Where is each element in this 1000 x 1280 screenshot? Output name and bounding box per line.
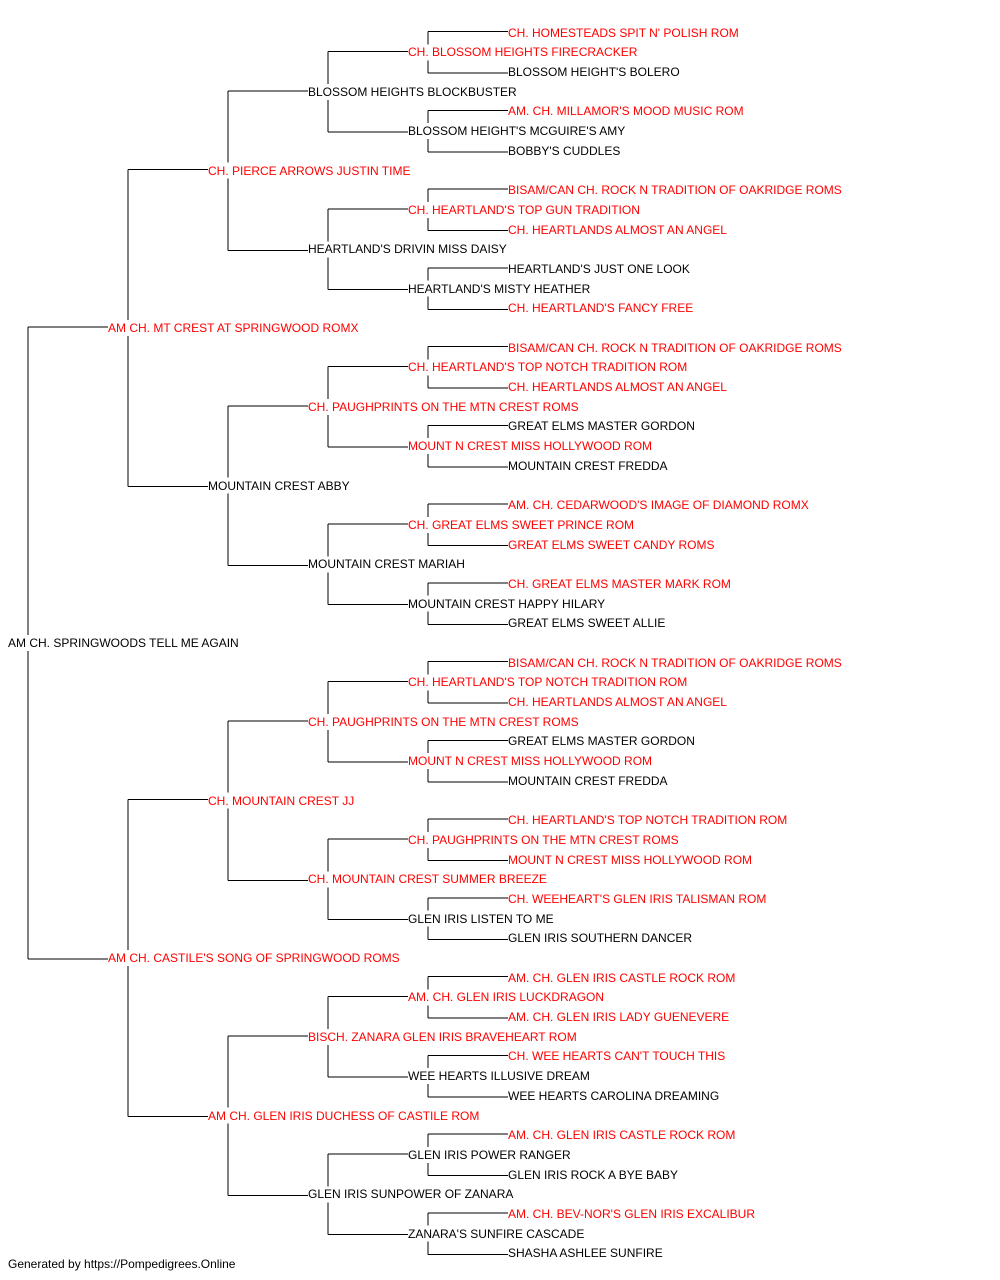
undefined-name: AM. CH. GLEN IRIS CASTLE ROCK ROM xyxy=(508,970,738,985)
undefined-name: BOBBY'S CUDDLES xyxy=(508,143,623,158)
undefined-name: GLEN IRIS ROCK A BYE BABY xyxy=(508,1167,681,1182)
great-grandparent-name: GLEN IRIS SUNPOWER OF ZANARA xyxy=(308,1187,516,1202)
undefined-name: MOUNTAIN CREST FREDDA xyxy=(508,458,670,473)
undefined-name: CH. WEE HEARTS CAN'T TOUCH THIS xyxy=(508,1049,728,1064)
undefined-name: CH. HEARTLAND'S FANCY FREE xyxy=(508,301,696,316)
great-great-grandparent-name: CH. HEARTLAND'S TOP NOTCH TRADITION ROM xyxy=(408,360,690,375)
undefined-name: GREAT ELMS MASTER GORDON xyxy=(508,734,697,749)
undefined-name: BISAM/CAN CH. ROCK N TRADITION OF OAKRID… xyxy=(508,183,844,198)
great-great-grandparent-name: BLOSSOM HEIGHT'S MCGUIRE'S AMY xyxy=(408,124,628,139)
undefined-name: AM. CH. GLEN IRIS CASTLE ROCK ROM xyxy=(508,1128,738,1143)
parent-name: AM CH. MT CREST AT SPRINGWOOD ROMX xyxy=(108,321,361,335)
undefined-name: CH. WEEHEART'S GLEN IRIS TALISMAN ROM xyxy=(508,891,769,906)
undefined-name: AM. CH. CEDARWOOD'S IMAGE OF DIAMOND ROM… xyxy=(508,498,811,513)
parent-name: AM CH. CASTILE'S SONG OF SPRINGWOOD ROMS xyxy=(108,951,402,965)
great-grandparent-name: HEARTLAND'S DRIVIN MISS DAISY xyxy=(308,242,509,257)
great-great-grandparent-name: GLEN IRIS POWER RANGER xyxy=(408,1147,573,1162)
great-grandparent-name: MOUNTAIN CREST MARIAH xyxy=(308,557,467,572)
great-great-grandparent-name: CH. GREAT ELMS SWEET PRINCE ROM xyxy=(408,517,637,532)
great-great-grandparent-name: ZANARA'S SUNFIRE CASCADE xyxy=(408,1226,587,1241)
undefined-name: BISAM/CAN CH. ROCK N TRADITION OF OAKRID… xyxy=(508,340,844,355)
undefined-name: MOUNT N CREST MISS HOLLYWOOD ROM xyxy=(508,852,755,867)
undefined-name: SHASHA ASHLEE SUNFIRE xyxy=(508,1246,665,1261)
undefined-name: CH. HEARTLANDS ALMOST AN ANGEL xyxy=(508,695,729,710)
undefined-name: AM. CH. GLEN IRIS LADY GUENEVERE xyxy=(508,1010,732,1025)
undefined-name: CH. HEARTLANDS ALMOST AN ANGEL xyxy=(508,380,729,395)
subject-name: AM CH. SPRINGWOODS TELL ME AGAIN xyxy=(8,636,241,650)
great-great-grandparent-name: CH. BLOSSOM HEIGHTS FIRECRACKER xyxy=(408,45,640,60)
great-great-grandparent-name: MOUNT N CREST MISS HOLLYWOOD ROM xyxy=(408,439,655,454)
undefined-name: HEARTLAND'S JUST ONE LOOK xyxy=(508,261,692,276)
great-great-grandparent-name: CH. HEARTLAND'S TOP NOTCH TRADITION ROM xyxy=(408,675,690,690)
great-great-grandparent-name: WEE HEARTS ILLUSIVE DREAM xyxy=(408,1069,592,1084)
grandparent-name: CH. PIERCE ARROWS JUSTIN TIME xyxy=(208,163,413,178)
grandparent-name: AM CH. GLEN IRIS DUCHESS OF CASTILE ROM xyxy=(208,1108,482,1123)
undefined-name: GREAT ELMS SWEET CANDY ROMS xyxy=(508,537,717,552)
great-great-grandparent-name: AM. CH. GLEN IRIS LUCKDRAGON xyxy=(408,990,607,1005)
undefined-name: GREAT ELMS SWEET ALLIE xyxy=(508,616,668,631)
great-grandparent-name: BISCH. ZANARA GLEN IRIS BRAVEHEART ROM xyxy=(308,1029,579,1044)
great-grandparent-name: BLOSSOM HEIGHTS BLOCKBUSTER xyxy=(308,84,519,99)
undefined-name: GLEN IRIS SOUTHERN DANCER xyxy=(508,931,695,946)
undefined-name: AM. CH. BEV-NOR'S GLEN IRIS EXCALIBUR xyxy=(508,1206,758,1221)
undefined-name: BISAM/CAN CH. ROCK N TRADITION OF OAKRID… xyxy=(508,655,844,670)
grandparent-name: MOUNTAIN CREST ABBY xyxy=(208,478,352,493)
great-great-grandparent-name: CH. PAUGHPRINTS ON THE MTN CREST ROMS xyxy=(408,832,681,847)
undefined-name: MOUNTAIN CREST FREDDA xyxy=(508,773,670,788)
great-great-grandparent-name: MOUNT N CREST MISS HOLLYWOOD ROM xyxy=(408,754,655,769)
undefined-name: BLOSSOM HEIGHT'S BOLERO xyxy=(508,65,682,80)
grandparent-name: CH. MOUNTAIN CREST JJ xyxy=(208,793,357,808)
great-great-grandparent-name: HEARTLAND'S MISTY HEATHER xyxy=(408,281,593,296)
great-grandparent-name: CH. PAUGHPRINTS ON THE MTN CREST ROMS xyxy=(308,714,581,729)
undefined-name: WEE HEARTS CAROLINA DREAMING xyxy=(508,1088,722,1103)
generated-by-footer: Generated by https://Pompedigrees.Online xyxy=(8,1257,236,1271)
great-great-grandparent-name: CH. HEARTLAND'S TOP GUN TRADITION xyxy=(408,202,642,217)
great-grandparent-name: CH. PAUGHPRINTS ON THE MTN CREST ROMS xyxy=(308,399,581,414)
undefined-name: CH. HOMESTEADS SPIT N' POLISH ROM xyxy=(508,25,741,40)
undefined-name: GREAT ELMS MASTER GORDON xyxy=(508,419,697,434)
great-great-grandparent-name: MOUNTAIN CREST HAPPY HILARY xyxy=(408,596,608,611)
great-grandparent-name: CH. MOUNTAIN CREST SUMMER BREEZE xyxy=(308,872,549,887)
great-great-grandparent-name: GLEN IRIS LISTEN TO ME xyxy=(408,911,556,926)
undefined-name: CH. HEARTLANDS ALMOST AN ANGEL xyxy=(508,222,729,237)
undefined-name: CH. GREAT ELMS MASTER MARK ROM xyxy=(508,576,733,591)
undefined-name: CH. HEARTLAND'S TOP NOTCH TRADITION ROM xyxy=(508,813,790,828)
undefined-name: AM. CH. MILLAMOR'S MOOD MUSIC ROM xyxy=(508,104,746,119)
